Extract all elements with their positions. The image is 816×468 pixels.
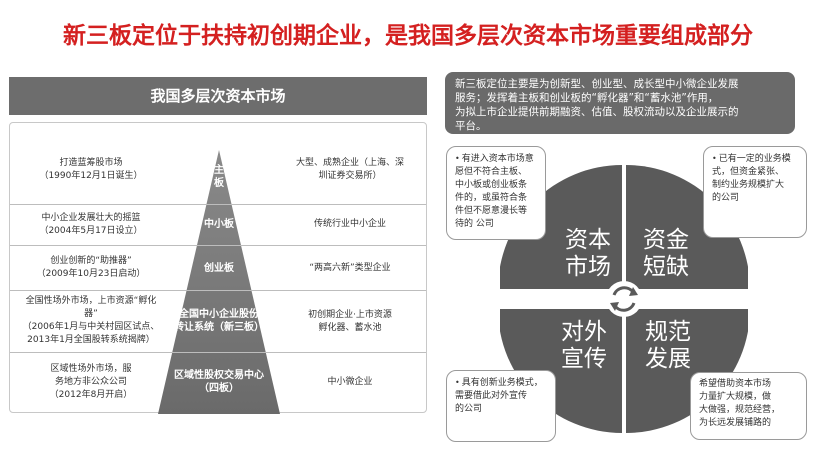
callout-publicity: •具有创新业务模式， 需要借此对外宣传 的公司 [446,370,556,442]
callout-funding-shortage: •已有一定的业务模 式，但资金紧张、 制约业务规模扩大 的公司 [703,146,807,238]
pyramid-label-neeq: 全国中小企业股份 转让系统（新三板） [174,309,264,333]
row-divider [10,290,426,291]
capital-market-panel: 打造蓝筹股市场 （1990年12月1日诞生） 主 板 大型、成熟企业（上海、深 … [9,122,427,414]
row-divider [10,245,426,246]
page-title: 新三板定位于扶持初创期企业，是我国多层次资本市场重要组成部分 [63,23,753,49]
quadrant-circle: 资本 市场 资金 短缺 对外 宣传 规范 发展 [498,147,750,439]
pyramid-label-regional: 区域性股权交易中心 （四板） [174,370,264,394]
quadrant-bottom-left [498,309,622,433]
cycle-arrows-icon [606,281,642,317]
row-right-text: “两高六新”类型企业 [309,263,391,273]
row-left-text: 区域性场外市场，服 务地方非公众公司 （2012年8月开启） [49,364,133,400]
row-left-text: 打造蓝筹股市场 （1990年12月1日诞生） [39,158,143,181]
pyramid-label-sme-board: 中小板 [204,219,234,230]
pyramid-shape [158,150,280,414]
quadrant-top-left [498,165,622,289]
quadrant-label-capital-market: 资本 市场 [565,227,611,280]
pyramid-label-main-board: 主 板 [214,165,224,189]
row-left-text: 全国性场外市场，上市资源“孵化 器” （2006年1月与中关村园区试点、 201… [22,296,160,345]
callout-standardized-growth: 希望借助资本市场 力量扩大规模，做 大做强，规范经营， 为长远发展铺路的 [690,372,807,440]
quadrant-bottom-right [626,309,750,433]
row-right-text: 中小微企业 [327,377,373,387]
row-divider [10,204,426,205]
row-divider [10,352,426,353]
callout-capital-market: •有进入资本市场意 愿但不符合主板、 中小板或创业板条 件的，或虽符合条 件但不… [446,146,546,240]
row-right-text: 传统行业中小企业 [313,219,386,229]
left-panel-header: 我国多层次资本市场 [9,77,427,115]
row-right-text: 初创期企业·上市资源 孵化器、蓄水池 [308,310,392,333]
quadrant-label-publicity: 对外 宣传 [561,319,607,372]
quadrant-circle-graphic [498,165,750,433]
pyramid-graphic [158,150,280,414]
row-left-text: 中小企业发展壮大的摇篮 （2004年5月17日设立） [39,213,143,236]
quadrant-label-standardized-growth: 规范 发展 [645,319,691,372]
quadrant-top-right [626,165,750,289]
row-right-text: 大型、成熟企业（上海、深 圳证券交易所） [295,158,404,181]
row-left-text: 创业创新的“助推器” （2009年10月23日启动） [36,256,146,279]
pyramid-label-chinext: 创业板 [204,263,234,274]
positioning-info-box: 新三板定位主要是为创新型、创业型、成长型中小微企业发展 服务；发挥着主板和创业板… [445,72,795,134]
quadrant-label-funding-shortage: 资金 短缺 [643,227,689,280]
